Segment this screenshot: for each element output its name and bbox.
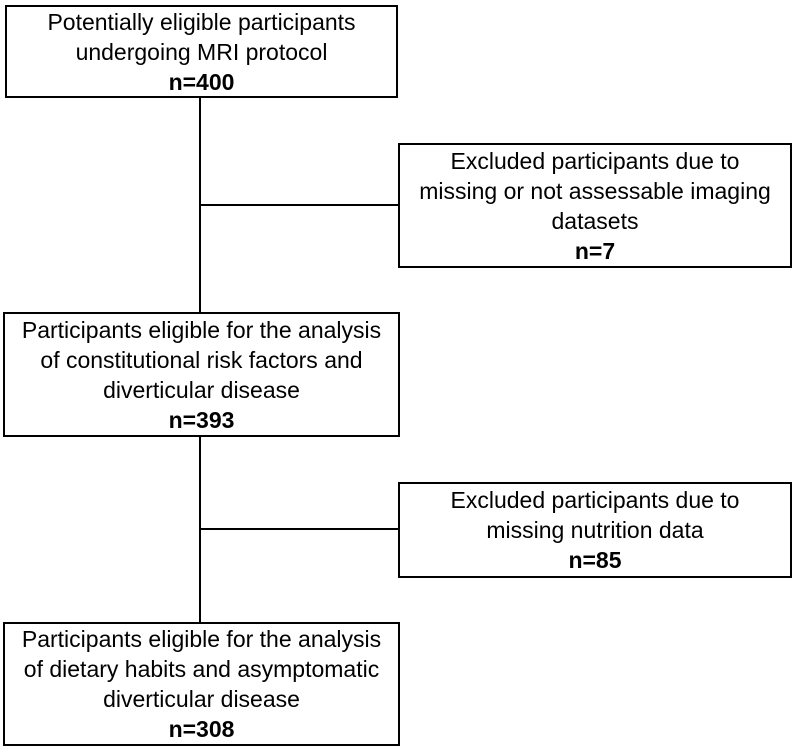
flow-box-count: n=400 bbox=[168, 68, 235, 95]
flow-box-excluded-nutrition: Excluded participants due to missing nut… bbox=[398, 482, 792, 578]
flow-box-count: n=85 bbox=[568, 547, 622, 573]
flow-box-eligible-dietary: Participants eligible for the analysis o… bbox=[3, 622, 400, 746]
flow-box-count: n=393 bbox=[168, 406, 235, 433]
flow-box-text: Excluded participants due to missing nut… bbox=[450, 487, 740, 543]
connector-horizontal-excluded-nutrition bbox=[199, 528, 399, 530]
connector-vertical-middle-to-bottom bbox=[199, 436, 201, 623]
flow-box-potentially-eligible: Potentially eligible participants underg… bbox=[5, 5, 398, 98]
flow-box-text: Participants eligible for the analysis o… bbox=[21, 316, 382, 403]
flow-box-count: n=308 bbox=[168, 716, 235, 742]
connector-horizontal-excluded-imaging bbox=[199, 204, 399, 206]
flow-box-text: Excluded participants due to missing or … bbox=[419, 147, 771, 234]
flow-box-text: Participants eligible for the analysis o… bbox=[21, 626, 382, 712]
flow-box-eligible-constitutional: Participants eligible for the analysis o… bbox=[3, 312, 400, 437]
flow-box-text: Potentially eligible participants underg… bbox=[47, 8, 356, 65]
flow-box-excluded-imaging: Excluded participants due to missing or … bbox=[398, 143, 792, 268]
flow-box-count: n=7 bbox=[574, 237, 616, 264]
